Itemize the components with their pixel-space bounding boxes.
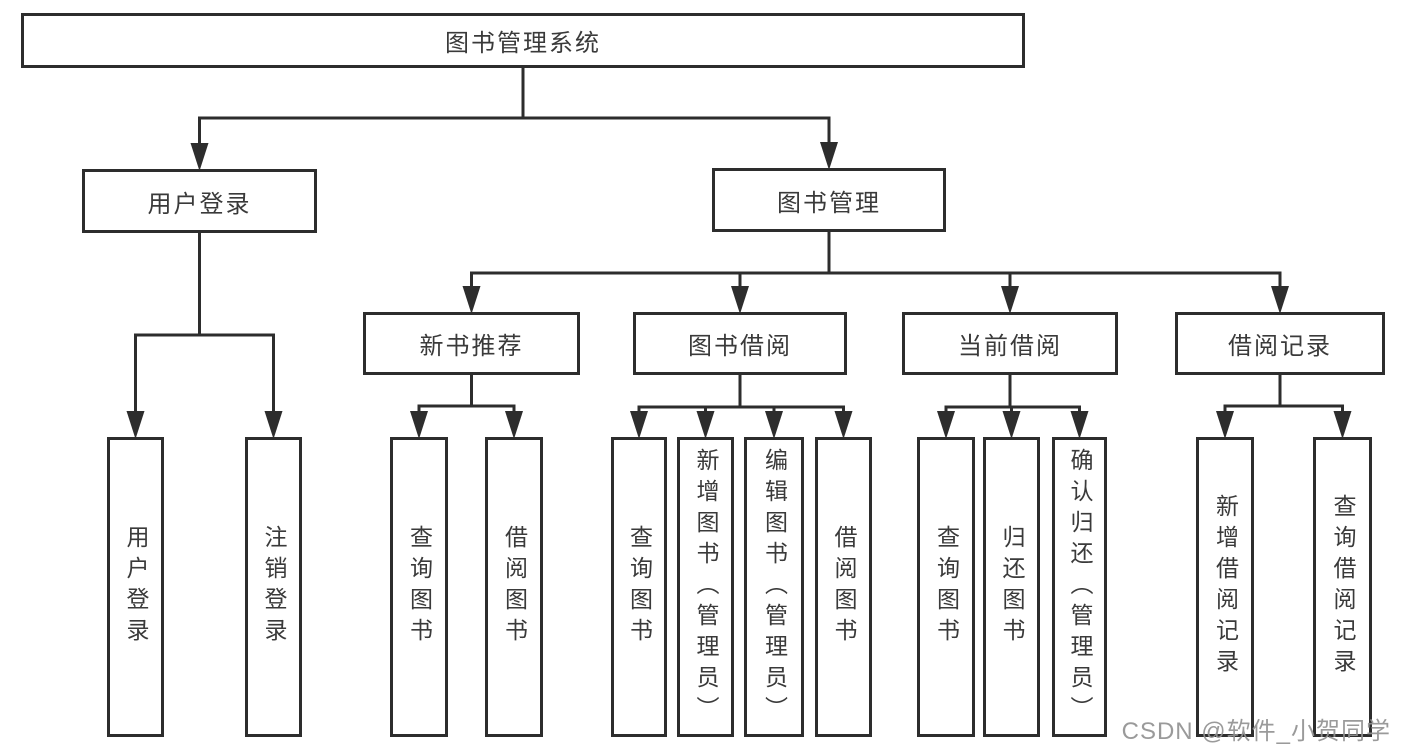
watermark: CSDN @软件_小贺同学 — [1121, 718, 1391, 745]
node-leaf-query-book-2: 查询图书 — [611, 437, 667, 737]
node-leaf-confirm-return: 确认归还（管理员） — [1052, 437, 1107, 737]
node-label-leaf-return-book: 归还图书 — [999, 525, 1025, 649]
node-book-borrow: 图书借阅 — [633, 312, 847, 375]
arrowhead-icon — [834, 411, 853, 439]
node-label-leaf-confirm-return: 确认归还（管理员） — [1067, 447, 1093, 727]
node-label-book-borrow: 图书借阅 — [688, 333, 792, 360]
node-label-user-login: 用户登录 — [147, 190, 252, 218]
node-label-leaf-add-book-admin: 新增图书（管理员） — [693, 447, 719, 727]
node-label-leaf-logout: 注销登录 — [261, 525, 287, 649]
arrowhead-icon — [264, 411, 283, 439]
node-new-book-rec: 新书推荐 — [363, 312, 580, 375]
arrowhead-icon — [765, 411, 783, 439]
node-label-leaf-query-borrow-record: 查询借阅记录 — [1330, 494, 1356, 680]
arrowhead-icon — [696, 411, 715, 439]
node-current-borrow: 当前借阅 — [902, 312, 1118, 375]
arrowhead-icon — [1002, 411, 1021, 439]
node-leaf-edit-book-admin: 编辑图书（管理员） — [744, 437, 804, 737]
arrowhead-icon — [1333, 411, 1352, 439]
arrowhead-icon — [190, 143, 209, 171]
arrowhead-icon — [1001, 286, 1019, 314]
node-leaf-add-book-admin: 新增图书（管理员） — [677, 437, 734, 737]
node-label-leaf-query-book-3: 查询图书 — [933, 525, 960, 649]
node-leaf-query-borrow-record: 查询借阅记录 — [1313, 437, 1372, 737]
node-label-new-book-rec: 新书推荐 — [419, 333, 524, 360]
arrowhead-icon — [505, 411, 523, 439]
arrowhead-icon — [1271, 286, 1289, 314]
node-label-borrow-record: 借阅记录 — [1228, 333, 1332, 360]
node-leaf-return-book: 归还图书 — [983, 437, 1040, 737]
arrowhead-icon — [1070, 411, 1089, 439]
node-label-leaf-borrow-book-1: 借阅图书 — [501, 525, 528, 649]
arrowhead-icon — [126, 411, 145, 439]
node-label-leaf-borrow-book-2: 借阅图书 — [831, 525, 857, 649]
node-label-current-borrow: 当前借阅 — [958, 333, 1062, 360]
arrowhead-icon — [731, 286, 749, 314]
arrowhead-icon — [630, 411, 648, 439]
node-root: 图书管理系统 — [21, 13, 1025, 68]
node-label-leaf-user-login: 用户登录 — [123, 525, 149, 649]
node-user-login: 用户登录 — [82, 169, 317, 233]
node-leaf-query-book-3: 查询图书 — [917, 437, 975, 737]
node-leaf-add-borrow-record: 新增借阅记录 — [1196, 437, 1254, 737]
arrowhead-icon — [937, 411, 955, 439]
arrowhead-icon — [462, 286, 481, 314]
node-leaf-borrow-book-2: 借阅图书 — [815, 437, 872, 737]
node-label-book-mgmt: 图书管理 — [777, 189, 881, 217]
node-label-root: 图书管理系统 — [445, 30, 601, 57]
node-label-leaf-edit-book-admin: 编辑图书（管理员） — [761, 447, 788, 727]
node-borrow-record: 借阅记录 — [1175, 312, 1385, 375]
node-leaf-logout: 注销登录 — [245, 437, 302, 737]
node-book-mgmt: 图书管理 — [712, 168, 946, 232]
arrowhead-icon — [1216, 411, 1234, 439]
arrowhead-icon — [820, 142, 838, 170]
node-label-leaf-add-borrow-record: 新增借阅记录 — [1212, 494, 1239, 680]
node-leaf-query-book-1: 查询图书 — [390, 437, 448, 737]
node-leaf-user-login: 用户登录 — [107, 437, 164, 737]
node-label-leaf-query-book-1: 查询图书 — [406, 525, 433, 649]
node-leaf-borrow-book-1: 借阅图书 — [485, 437, 543, 737]
node-label-leaf-query-book-2: 查询图书 — [626, 525, 653, 649]
arrowhead-icon — [410, 411, 428, 439]
